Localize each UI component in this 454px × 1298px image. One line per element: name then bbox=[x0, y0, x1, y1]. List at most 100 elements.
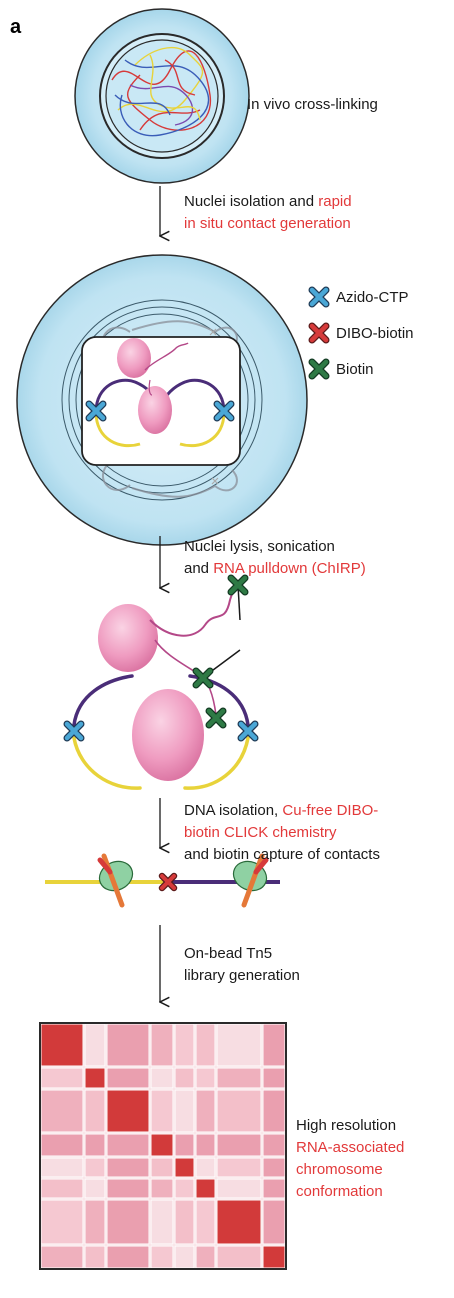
matrix-cell bbox=[106, 1067, 150, 1089]
matrix-cell bbox=[262, 1178, 286, 1199]
matrix-cell bbox=[262, 1089, 286, 1133]
caption-segment: biotin CLICK chemistry bbox=[184, 824, 337, 841]
caption-segment: chromosome bbox=[296, 1161, 383, 1178]
matrix-cell bbox=[84, 1089, 106, 1133]
biotin-cross-icon bbox=[308, 358, 330, 380]
matrix-cell bbox=[195, 1157, 216, 1178]
caption-segment: High resolution bbox=[296, 1117, 396, 1134]
matrix-cell bbox=[262, 1157, 286, 1178]
matrix-cell bbox=[150, 1067, 174, 1089]
matrix-cell bbox=[106, 1157, 150, 1178]
matrix-cell bbox=[84, 1023, 106, 1067]
matrix-cell bbox=[262, 1067, 286, 1089]
matrix-cell bbox=[195, 1199, 216, 1245]
matrix-cell bbox=[174, 1178, 195, 1199]
matrix-cell bbox=[84, 1178, 106, 1199]
caption-segment: RNA pulldown (ChIRP) bbox=[213, 560, 366, 577]
matrix-cell bbox=[150, 1199, 174, 1245]
legend-label: Azido-CTP bbox=[336, 289, 409, 306]
matrix-cell bbox=[84, 1245, 106, 1269]
matrix-cell bbox=[195, 1133, 216, 1157]
legend-item-dibo-biotin: DIBO-biotin bbox=[308, 322, 414, 344]
click-chemistry-illustration bbox=[45, 853, 280, 908]
matrix-cell bbox=[174, 1089, 195, 1133]
matrix-cell bbox=[216, 1067, 262, 1089]
matrix-cell bbox=[150, 1089, 174, 1133]
matrix-cell bbox=[40, 1178, 84, 1199]
matrix-cell bbox=[262, 1023, 286, 1067]
matrix-cell bbox=[40, 1157, 84, 1178]
matrix-cell bbox=[40, 1245, 84, 1269]
matrix-cell bbox=[150, 1023, 174, 1067]
matrix-cell bbox=[150, 1157, 174, 1178]
matrix-cell bbox=[216, 1133, 262, 1157]
matrix-diagonal-block bbox=[106, 1089, 150, 1133]
dibo-biotin-cross-icon bbox=[308, 322, 330, 344]
matrix-cell bbox=[106, 1199, 150, 1245]
rna-pulldown-illustration bbox=[63, 574, 259, 790]
matrix-diagonal-block bbox=[150, 1133, 174, 1157]
azido-cross-right bbox=[213, 400, 235, 422]
legend-label: Biotin bbox=[336, 361, 374, 378]
matrix-cell bbox=[40, 1089, 84, 1133]
matrix-cell bbox=[216, 1157, 262, 1178]
matrix-cell bbox=[106, 1023, 150, 1067]
matrix-cell bbox=[84, 1157, 106, 1178]
matrix-diagonal-block bbox=[216, 1199, 262, 1245]
contact-matrix bbox=[39, 1022, 287, 1270]
azido-cross-left bbox=[85, 400, 107, 422]
matrix-cell bbox=[195, 1067, 216, 1089]
matrix-cell bbox=[195, 1245, 216, 1269]
matrix-diagonal-block bbox=[195, 1178, 216, 1199]
matrix-cell bbox=[84, 1199, 106, 1245]
caption-segment: library generation bbox=[184, 967, 300, 984]
matrix-cell bbox=[150, 1178, 174, 1199]
caption-segment: DNA isolation, bbox=[184, 802, 282, 819]
legend-item-azido-ctp: Azido-CTP bbox=[308, 286, 409, 308]
matrix-cell bbox=[216, 1245, 262, 1269]
matrix-diagonal-block bbox=[40, 1023, 84, 1067]
caption-segment: in situ contact generation bbox=[184, 215, 351, 232]
caption-segment: and bbox=[184, 560, 213, 577]
matrix-diagonal-block bbox=[174, 1157, 195, 1178]
caption-segment: Cu-free DIBO- bbox=[282, 802, 378, 819]
matrix-cell bbox=[174, 1023, 195, 1067]
legend-label: DIBO-biotin bbox=[336, 325, 414, 342]
matrix-cell bbox=[174, 1133, 195, 1157]
matrix-cell bbox=[106, 1178, 150, 1199]
caption-segment: RNA-associated bbox=[296, 1139, 404, 1156]
matrix-cell bbox=[106, 1245, 150, 1269]
matrix-cell bbox=[195, 1023, 216, 1067]
matrix-cell bbox=[195, 1089, 216, 1133]
matrix-cell bbox=[40, 1199, 84, 1245]
matrix-cell bbox=[174, 1199, 195, 1245]
matrix-cell bbox=[150, 1245, 174, 1269]
matrix-diagonal-block bbox=[84, 1067, 106, 1089]
caption-segment: Nuclei isolation and bbox=[184, 193, 318, 210]
caption-segment: and biotin capture of contacts bbox=[184, 846, 380, 863]
contact-generation-illustration bbox=[16, 254, 308, 546]
step-caption-dna-isolation: DNA isolation, Cu-free DIBO-biotin CLICK… bbox=[184, 802, 380, 863]
matrix-cell bbox=[174, 1245, 195, 1269]
matrix-cell bbox=[262, 1199, 286, 1245]
matrix-cell bbox=[174, 1067, 195, 1089]
caption-segment: Nuclei lysis, sonication bbox=[184, 538, 335, 555]
legend-item-biotin: Biotin bbox=[308, 358, 374, 380]
matrix-cell bbox=[216, 1089, 262, 1133]
matrix-cell bbox=[40, 1067, 84, 1089]
step-caption-nuclei-lysis: Nuclei lysis, sonication and RNA pulldown… bbox=[184, 538, 366, 577]
azido-ctp-cross-icon bbox=[308, 286, 330, 308]
matrix-cell bbox=[106, 1133, 150, 1157]
matrix-diagonal-block bbox=[262, 1245, 286, 1269]
matrix-cell bbox=[216, 1178, 262, 1199]
legend: Azido-CTP DIBO-biotin Biotin bbox=[308, 286, 414, 380]
step-caption-cross-linking: In vivo cross-linking bbox=[247, 96, 378, 113]
crosslinked-nucleus-illustration bbox=[74, 8, 250, 184]
caption-segment: In vivo cross-linking bbox=[247, 96, 378, 113]
caption-segment: conformation bbox=[296, 1183, 383, 1200]
matrix-cell bbox=[40, 1133, 84, 1157]
